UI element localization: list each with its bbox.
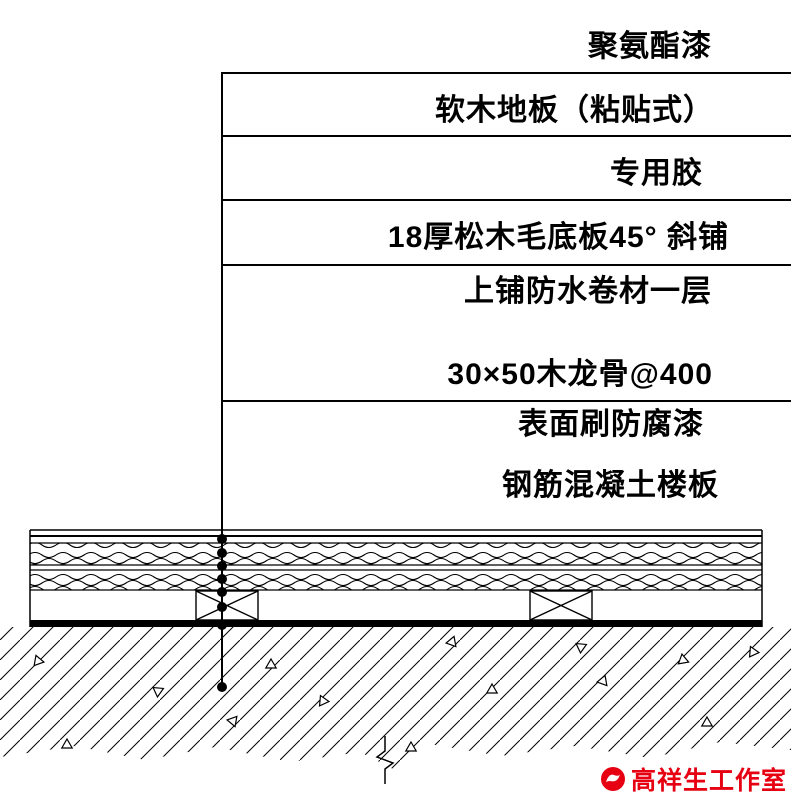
aggregate-triangles (33, 635, 761, 752)
section-drawing (0, 529, 791, 784)
wood-keel-1 (195, 590, 259, 621)
callout-polyurethane-paint: 聚氨酯漆 (588, 30, 712, 63)
callout-waterproof-membrane: 上铺防水卷材一层 (464, 275, 712, 308)
finish-layer-lines (30, 529, 762, 537)
studio-logo-icon (600, 767, 625, 791)
leader-dot-membrane (217, 587, 227, 597)
pine-board-band (30, 569, 762, 591)
callout-cork-floor: 软木地板（粘贴式） (435, 94, 714, 127)
callout-underline-5 (222, 400, 791, 402)
cork-floor-band (30, 542, 762, 566)
watermark: 高祥生工作室 (600, 761, 787, 797)
callout-pine-board: 18厚松木毛底板45° 斜铺 (387, 221, 729, 254)
callout-anticorrosion-paint: 表面刷防腐漆 (518, 408, 704, 441)
callout-underline-4 (222, 264, 791, 266)
callout-special-adhesive: 专用胶 (610, 157, 703, 190)
break-mark (375, 736, 395, 784)
callout-underline-2 (222, 135, 791, 137)
callout-underline-3 (222, 199, 791, 201)
leader-dot-keel (217, 602, 227, 612)
leader-dot-slab-top (217, 620, 227, 630)
callout-underline-1 (222, 72, 791, 74)
wood-keel-2 (529, 590, 593, 621)
concrete-hatch (0, 627, 791, 770)
leader-dot-cork (217, 548, 227, 558)
watermark-text: 高祥生工作室 (630, 767, 787, 795)
leader-line (221, 72, 223, 688)
slab-top-bar (30, 620, 762, 627)
leader-dot-concrete (217, 682, 227, 692)
leader-dot-paint (217, 534, 227, 544)
leader-dot-adhesive (217, 561, 227, 571)
callout-wood-keel: 30×50木龙骨@400 (447, 358, 713, 391)
callout-concrete-slab: 钢筋混凝土楼板 (502, 469, 719, 502)
leader-dot-board (217, 574, 227, 584)
